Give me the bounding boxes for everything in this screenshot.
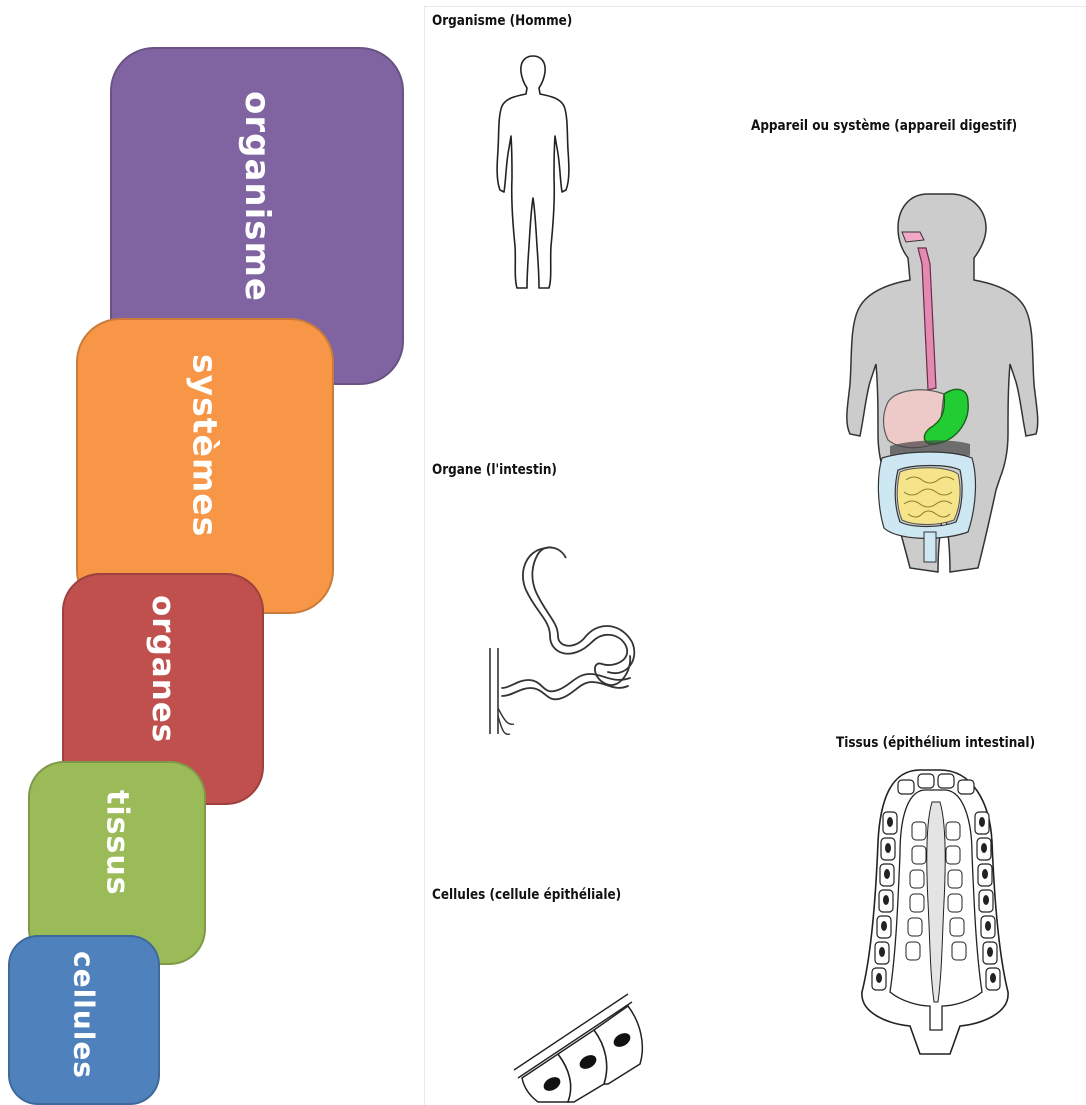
intestine-illustration — [480, 538, 650, 748]
digestive-system-illustration — [840, 188, 1040, 580]
level-label-organes: organes — [145, 595, 181, 743]
caption-appareil: Appareil ou système (appareil digestif) — [751, 118, 1017, 134]
human-body-illustration — [478, 50, 588, 300]
level-label-organisme: organisme — [237, 91, 277, 302]
caption-cellules: Cellules (cellule épithéliale) — [432, 887, 621, 903]
caption-organe: Organe (l'intestin) — [432, 462, 557, 478]
level-box-systemes: systèmes — [76, 318, 334, 614]
caption-tissus: Tissus (épithélium intestinal) — [836, 735, 1035, 751]
caption-organisme: Organisme (Homme) — [432, 13, 572, 29]
epithelial-cells-illustration — [508, 974, 668, 1104]
level-label-cellules: cellules — [68, 951, 101, 1079]
level-label-tissus: tissus — [100, 790, 135, 896]
villus-tissue-illustration — [850, 762, 1030, 1062]
level-box-cellules: cellules — [8, 935, 160, 1105]
level-label-systemes: systèmes — [186, 354, 225, 537]
